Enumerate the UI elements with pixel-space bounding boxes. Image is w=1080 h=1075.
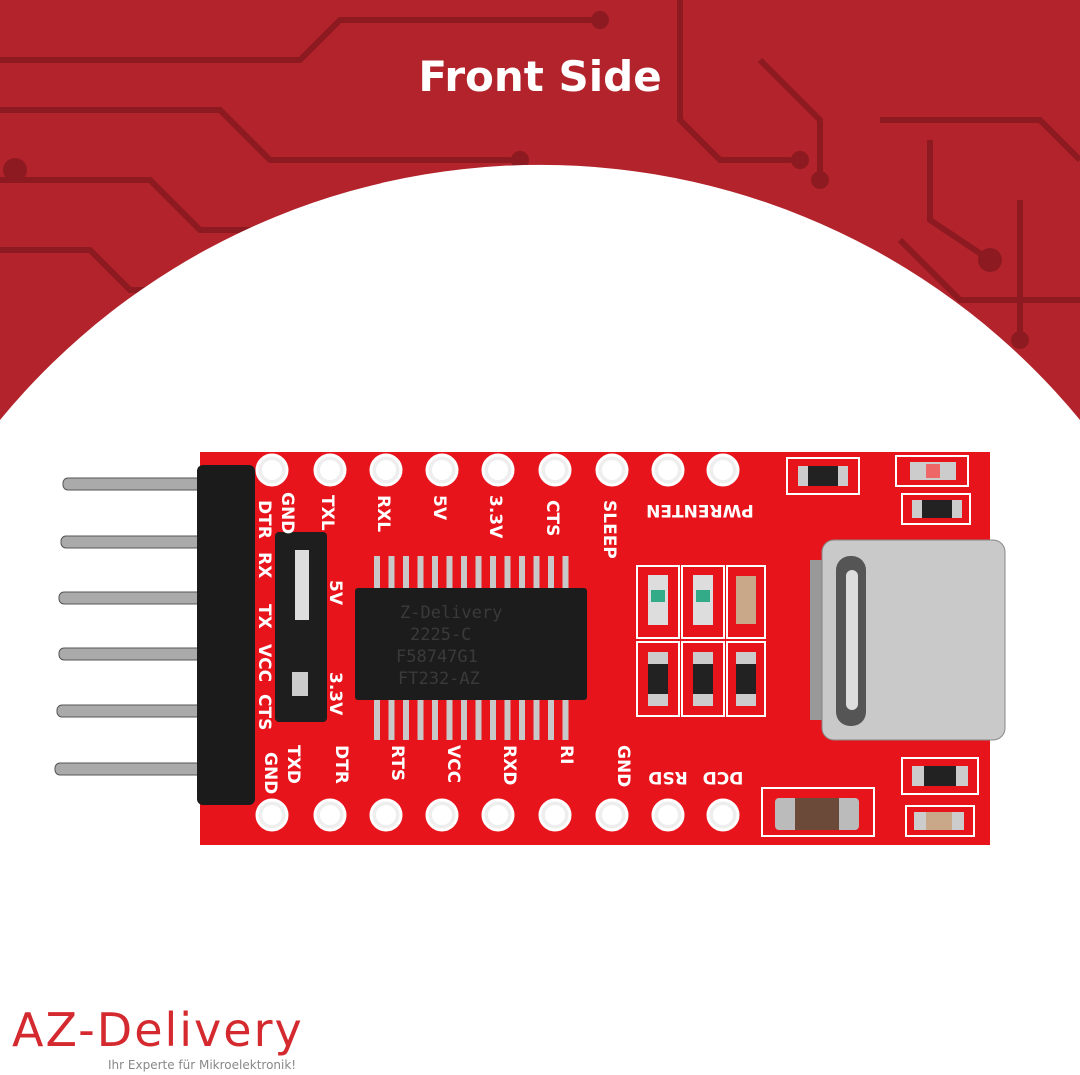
page-title: Front Side	[418, 52, 662, 101]
chip-pin	[432, 700, 438, 740]
bottom-pin-label: TXD	[283, 745, 303, 784]
top-pin-label: 5V	[429, 495, 449, 521]
logo-tagline: Ihr Experte für Mikroelektronik!	[108, 1058, 297, 1072]
bottom-pin-label: GND	[260, 752, 280, 794]
component-outlines	[636, 455, 979, 837]
chip-pin	[519, 556, 525, 588]
logo-name: AZ-Delivery	[12, 1003, 304, 1057]
chip-pin	[548, 700, 554, 740]
circuit-trace-pattern	[0, 0, 1080, 340]
chip-pin	[374, 700, 380, 740]
chip-pin	[504, 556, 511, 588]
top-pin-label: SLEEP	[599, 500, 619, 559]
chip-model: FT232-AZ	[398, 669, 480, 689]
resistor-code: 512	[929, 506, 946, 516]
header-labels: DTR RX TX VCC CTS 5V 3.3V	[254, 500, 345, 730]
chip-pin	[403, 556, 409, 588]
bottom-pin-label: GND	[613, 745, 633, 787]
pin-header	[54, 465, 255, 805]
header-label: RX	[254, 552, 274, 578]
top-pin-label: RXL	[373, 495, 393, 532]
bottom-pin-label: DTR	[331, 745, 351, 784]
jumper	[275, 532, 327, 722]
top-pin-label: GND	[277, 492, 297, 534]
usb-c-connector	[810, 539, 1006, 741]
header-label: CTS	[254, 694, 274, 730]
chip-pin	[461, 700, 467, 740]
chip-pin	[533, 556, 540, 588]
chip-pin	[446, 700, 453, 740]
white-arc	[0, 164, 1080, 432]
resistor-code: 102	[815, 473, 832, 483]
chip-pin	[417, 556, 424, 588]
chip-pin	[388, 556, 395, 588]
bottom-pin-label: RI	[556, 745, 576, 764]
chip-pin	[417, 700, 424, 740]
chip-pin	[490, 556, 496, 588]
chip-brand: Z-Delivery	[400, 603, 502, 623]
chip-pin	[548, 556, 554, 588]
top-pin-label: 3.3V	[485, 495, 505, 539]
bottom-pin-label: RXD	[499, 745, 519, 785]
ft232-board: Z-Delivery 2225-C F58747G1 FT232-AZ 102	[54, 452, 1006, 845]
chip-pin	[461, 556, 467, 588]
chip-pin	[562, 700, 569, 740]
header-label: TX	[254, 604, 274, 629]
chip-pin	[432, 556, 438, 588]
smd-components: 102 512 201 201 512	[648, 462, 968, 830]
bottom-pin-label: RTS	[387, 745, 407, 781]
top-pin-label: CTS	[542, 500, 562, 536]
resistor-code: 201	[651, 675, 668, 685]
chip-pin	[388, 700, 395, 740]
jumper-label-5v: 5V	[325, 580, 345, 606]
chip-pin	[446, 556, 453, 588]
chip-pin	[562, 556, 569, 588]
bottom-pin-label: VCC	[443, 745, 463, 783]
header-label: VCC	[254, 644, 274, 682]
chip-pin	[519, 700, 525, 740]
resistor-code: 512	[931, 773, 948, 783]
bottom-pin-label: DCD	[703, 767, 744, 787]
ft232-chip: Z-Delivery 2225-C F58747G1 FT232-AZ	[355, 556, 587, 740]
chip-pin	[475, 700, 482, 740]
chip-line-2: 2225-C	[410, 625, 471, 645]
chip-pin	[475, 556, 482, 588]
chip-pin	[374, 556, 380, 588]
az-delivery-logo: AZ-Delivery Ihr Experte für Mikroelektro…	[12, 1002, 304, 1072]
top-pin-label: TXL	[317, 495, 337, 531]
chip-line-3: F58747G1	[396, 647, 478, 667]
header-label: DTR	[254, 500, 274, 539]
chip-pin	[403, 700, 409, 740]
resistor-code: 201	[696, 675, 713, 685]
chip-pin	[504, 700, 511, 740]
jumper-label-3v3: 3.3V	[325, 672, 345, 716]
chip-pin	[490, 700, 496, 740]
chip-pin	[533, 700, 540, 740]
top-pin-label: PWRENTEN	[646, 500, 754, 520]
bottom-pin-label: RSD	[648, 767, 687, 787]
